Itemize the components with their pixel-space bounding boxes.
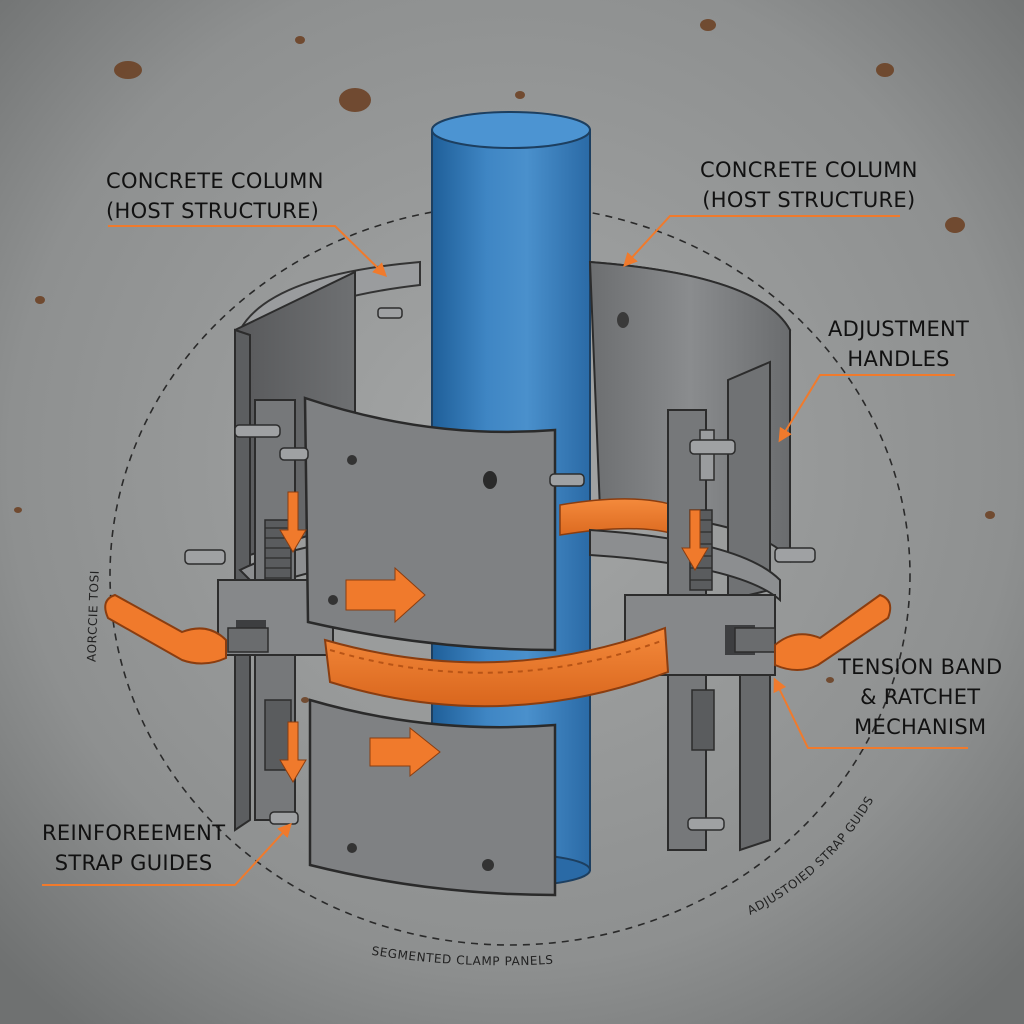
label-tension-band: TENSION BAND & RATCHET MECHANISM [838,655,1003,739]
arc-label-left: AORCCIE TOSI [85,570,102,662]
front-clamp-panel-upper [303,396,557,652]
tension-band-front [323,626,670,708]
adjustment-handle-right [734,593,892,671]
front-clamp-panel-lower [308,698,557,897]
direction-arrows [279,491,709,783]
dashed-boundary-circle [109,204,911,946]
bolts [184,307,816,831]
rust-spots [14,19,995,703]
label-concrete-column-right: CONCRETE COLUMN (HOST STRUCTURE) [700,158,918,212]
label-concrete-column-left: CONCRETE COLUMN (HOST STRUCTURE) [106,169,324,223]
label-adjustment-handles: ADJUSTMENT HANDLES [828,317,970,371]
adjustment-handle-left [104,593,269,665]
label-reinforcement-strap-guides: REINFOREEMENT STRAP GUIDES [42,821,226,875]
leader-lines [42,215,968,886]
